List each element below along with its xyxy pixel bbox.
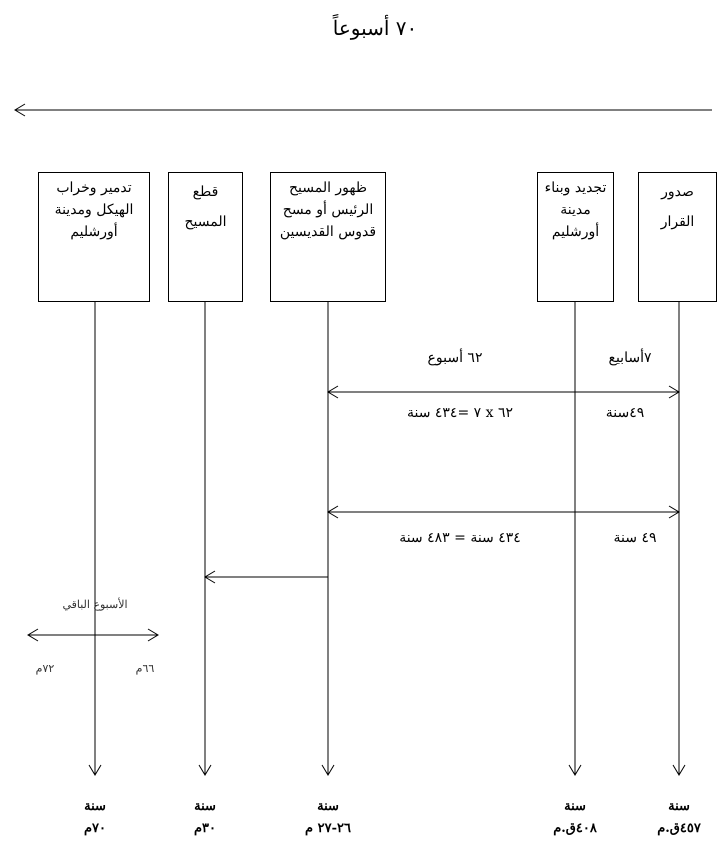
year-label-30ad: سنة ٣٠م — [155, 796, 255, 840]
vertical-timelines — [88, 302, 686, 776]
top-timeline-arrow — [14, 103, 712, 117]
year-value: ٣٠م — [193, 821, 217, 836]
year-word: سنة — [194, 799, 216, 814]
year-value: ٢٦-٢٧ م — [305, 821, 351, 836]
box-decree: صدور القرار — [638, 172, 717, 302]
label-remaining-week: الأسبوع الباقي — [62, 598, 128, 611]
label-49-years-a: ٤٩سنة — [605, 405, 645, 421]
label-62-weeks: ٦٢ أسبوع — [427, 350, 483, 366]
label-year-66: ٦٦م — [135, 662, 155, 675]
year-label-26-27ad: سنة ٢٦-٢٧ م — [278, 796, 378, 840]
year-label-70ad: سنة ٧٠م — [45, 796, 145, 840]
box-messiah-appearance: ظهور المسيح الرئيس أو مسح قدوس القديسين — [270, 172, 386, 302]
year-word: سنة — [84, 799, 106, 814]
year-word: سنة — [317, 799, 339, 814]
label-calc-483: ٤٣٤ سنة = ٤٨٣ سنة — [399, 530, 521, 546]
diagram-title: ٧٠ أسبوعاً — [332, 16, 418, 40]
span-arrow-483 — [327, 505, 680, 519]
year-word: سنة — [668, 799, 690, 814]
year-value: ٤٥٧ق.م — [657, 821, 701, 836]
label-49-years-b: ٤٩ سنة — [613, 530, 657, 546]
cut-off-arrow — [204, 570, 328, 584]
year-value: ٧٠م — [83, 821, 107, 836]
box-destruction: تدمير وخراب الهيكل ومدينة أورشليم — [38, 172, 150, 302]
year-label-408bc: سنة ٤٠٨ق.م — [525, 796, 625, 840]
label-7-weeks: ٧أسابيع — [608, 350, 652, 366]
box-messiah-cut-off: قطع المسيح — [168, 172, 243, 302]
remaining-week-arrow — [27, 628, 159, 642]
box-rebuild-jerusalem: تجديد وبناء مدينة أورشليم — [537, 172, 614, 302]
year-value: ٤٠٨ق.م — [553, 821, 597, 836]
label-calc-434: ٦٢ x ٧ =٤٣٤ سنة — [406, 405, 514, 421]
span-arrow-434 — [327, 385, 680, 399]
year-label-457bc: سنة ٤٥٧ق.م — [629, 796, 728, 840]
year-word: سنة — [564, 799, 586, 814]
label-year-72: ٧٢م — [35, 662, 55, 675]
